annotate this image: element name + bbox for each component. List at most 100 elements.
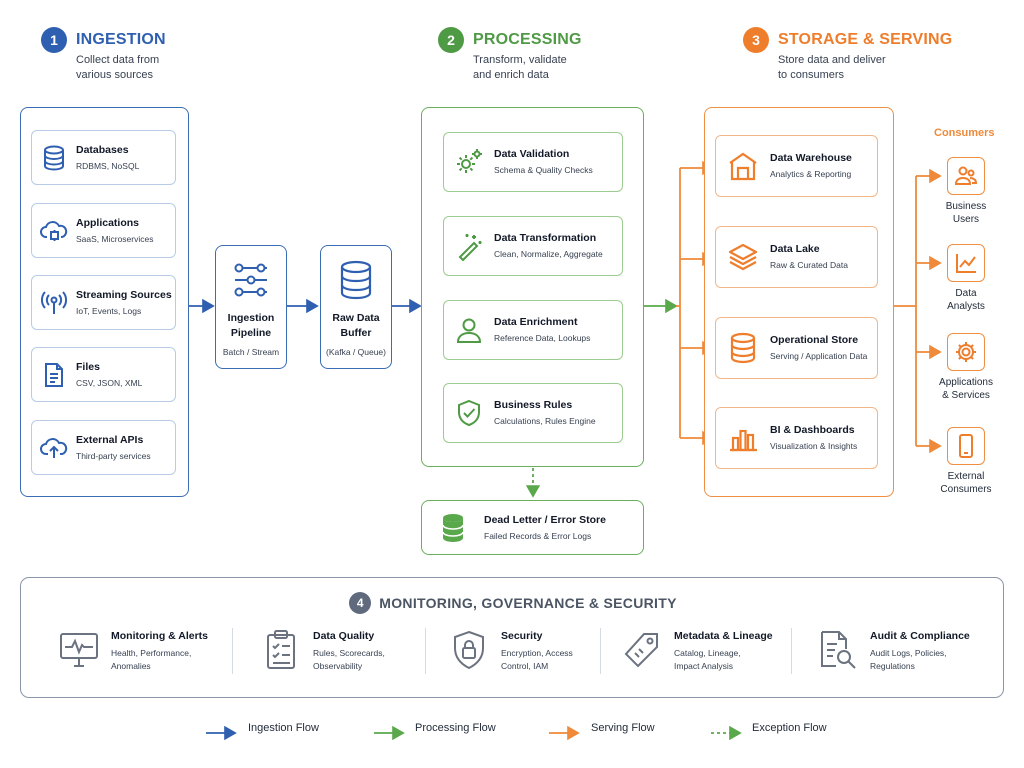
source-sub: Third-party services xyxy=(76,450,151,461)
pipeline-title: Ingestion Pipeline xyxy=(227,312,275,339)
legend-serving: Serving Flow xyxy=(581,722,655,734)
section-storage-title: STORAGE & SERVING xyxy=(778,31,953,48)
database-icon xyxy=(716,318,770,378)
source-title: Files xyxy=(76,360,100,373)
consumers-title: Consumers xyxy=(934,127,995,139)
raw-data-buffer[interactable]: Raw Data Buffer (Kafka / Queue) xyxy=(320,245,392,369)
store-sub: Analytics & Reporting xyxy=(770,169,852,179)
file-icon xyxy=(32,348,76,401)
store-sub: Raw & Curated Data xyxy=(770,260,848,270)
dead-letter-title: Dead Letter / Error Store xyxy=(484,513,606,526)
divider xyxy=(425,628,426,674)
mon-item-title: Metadata & Lineage xyxy=(674,630,773,642)
legend-label: Ingestion Flow xyxy=(248,722,319,734)
step-sub: Calculations, Rules Engine xyxy=(494,416,596,426)
magic-wand-icon xyxy=(444,217,494,275)
step-title: Data Transformation xyxy=(494,232,597,244)
mobile-icon xyxy=(947,427,985,465)
mon-item-sub: Health, Performance, Anomalies xyxy=(111,648,192,671)
gears-icon xyxy=(444,133,494,191)
database-icon xyxy=(338,260,374,305)
section-processing-title: PROCESSING xyxy=(473,31,582,48)
divider xyxy=(791,628,792,674)
source-sub: SaaS, Microservices xyxy=(76,233,154,244)
consumer-data-analysts[interactable]: Data Analysts xyxy=(931,244,1001,313)
storage-fanout xyxy=(676,168,681,438)
database-icon xyxy=(32,131,76,184)
cloud-app-icon xyxy=(32,204,76,257)
section-1-badge: 1 xyxy=(41,27,67,53)
legend-label: Serving Flow xyxy=(591,722,655,734)
source-sub: RDBMS, NoSQL xyxy=(76,160,140,171)
consumer-label: Applications & Services xyxy=(939,377,993,401)
store-title: BI & Dashboards xyxy=(770,424,855,436)
antenna-icon xyxy=(32,276,76,329)
source-title: Databases xyxy=(76,143,129,156)
monitor-pulse-icon xyxy=(55,626,103,674)
store-title: Data Warehouse xyxy=(770,152,852,164)
clipboard-icon xyxy=(257,626,305,674)
source-title: External APIs xyxy=(76,433,144,446)
mon-item-title: Security xyxy=(501,630,543,642)
step-title: Business Rules xyxy=(494,399,573,411)
bar-chart-icon xyxy=(716,408,770,468)
monitoring-panel: 4 MONITORING, GOVERNANCE & SECURITY Moni… xyxy=(20,577,1004,698)
tag-icon xyxy=(618,626,666,674)
consumer-label: External Consumers xyxy=(940,471,992,495)
users-icon xyxy=(947,157,985,195)
section-ingestion-desc: Collect data from various sources xyxy=(76,54,160,81)
legend-processing: Processing Flow xyxy=(405,722,496,734)
buffer-title: Raw Data Buffer xyxy=(332,312,380,339)
step-title: Data Validation xyxy=(494,148,570,160)
monitoring-title: MONITORING, GOVERNANCE & SECURITY xyxy=(379,595,677,611)
store-title: Operational Store xyxy=(770,334,859,346)
section-2-badge: 2 xyxy=(438,27,464,53)
section-4-badge: 4 xyxy=(349,592,372,614)
consumer-applications[interactable]: Applications & Services xyxy=(931,333,1001,402)
legend-exception: Exception Flow xyxy=(742,722,827,734)
legend-label: Exception Flow xyxy=(752,722,827,734)
layers-icon xyxy=(716,227,770,287)
line-chart-icon xyxy=(947,244,985,282)
mon-item-sub: Rules, Scorecards, Observability xyxy=(313,648,385,671)
dead-letter-sub: Failed Records & Error Logs xyxy=(484,530,592,541)
step-sub: Clean, Normalize, Aggregate xyxy=(494,249,603,259)
store-title: Data Lake xyxy=(770,243,820,255)
consumer-external[interactable]: External Consumers xyxy=(931,427,1001,496)
ingestion-pipeline[interactable]: Ingestion Pipeline Batch / Stream xyxy=(215,245,287,369)
mon-item-sub: Audit Logs, Policies, Regulations xyxy=(870,648,947,671)
section-processing-desc: Transform, validate and enrich data xyxy=(473,54,567,81)
section-3-badge: 3 xyxy=(743,27,769,53)
step-sub: Schema & Quality Checks xyxy=(494,165,593,175)
mon-item-title: Monitoring & Alerts xyxy=(111,630,209,642)
cloud-upload-icon xyxy=(32,421,76,474)
consumer-label: Business Users xyxy=(945,201,987,225)
mon-item-sub: Catalog, Lineage, Impact Analysis xyxy=(674,648,741,671)
source-sub: CSV, JSON, XML xyxy=(76,377,143,388)
consumer-label: Data Analysts xyxy=(947,288,985,312)
buffer-sub: (Kafka / Queue) xyxy=(325,347,386,357)
mon-item-sub: Encryption, Access Control, IAM xyxy=(501,648,573,671)
store-sub: Serving / Application Data xyxy=(770,351,868,361)
step-title: Data Enrichment xyxy=(494,316,578,328)
consumer-business-users[interactable]: Business Users xyxy=(931,157,1001,226)
